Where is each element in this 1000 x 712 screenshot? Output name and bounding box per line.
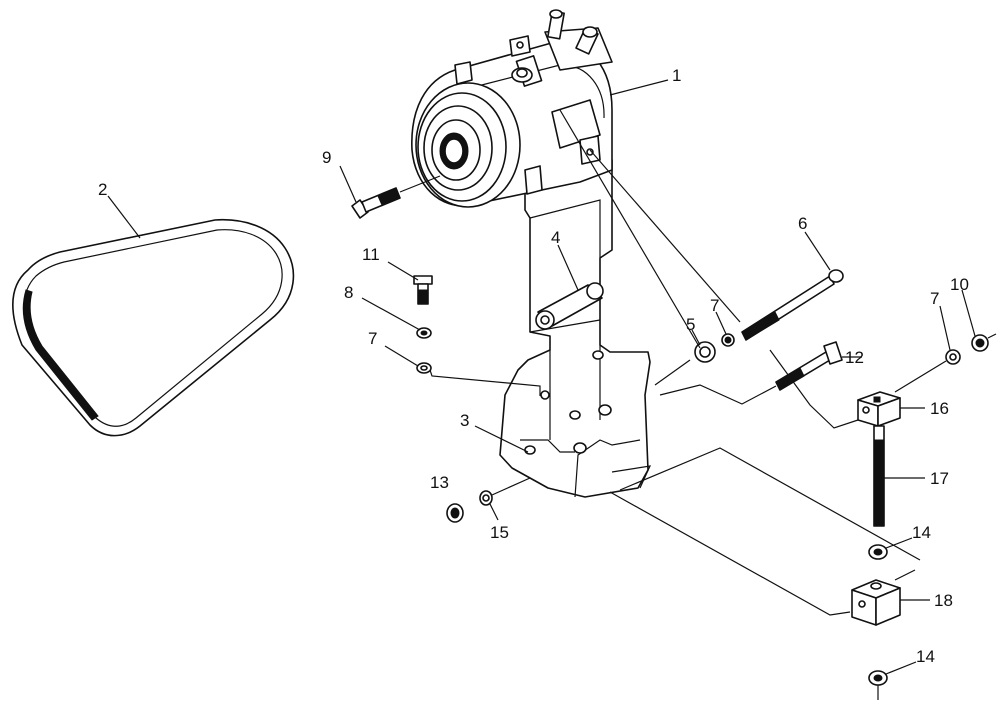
- callout-12: 12: [845, 348, 864, 367]
- callout-16: 16: [930, 399, 949, 418]
- mounting-bracket-plate: [499, 159, 651, 498]
- bolt-11-stack: [413, 275, 541, 396]
- callout-4: 4: [551, 228, 560, 247]
- callout-13: 13: [430, 473, 449, 492]
- callout-15: 15: [490, 523, 509, 542]
- threaded-rod-17: [873, 425, 885, 527]
- nut-14-upper: [868, 544, 888, 560]
- adjuster-block-18: [851, 569, 916, 626]
- callout-9: 9: [322, 148, 331, 167]
- callout-5: 5: [686, 315, 695, 334]
- drive-belt: [12, 218, 295, 437]
- callout-3: 3: [460, 411, 469, 430]
- callout-17: 17: [930, 469, 949, 488]
- callout-11: 11: [362, 245, 380, 264]
- callout-2: 2: [98, 180, 107, 199]
- callout-14-upper: 14: [912, 523, 931, 542]
- callout-8: 8: [344, 283, 353, 302]
- adjuster-block-16: [769, 349, 901, 429]
- leader-lines: [559, 109, 741, 349]
- callout-14-lower: 14: [916, 647, 935, 666]
- nut-14-lower: [868, 670, 888, 700]
- callout-6: 6: [798, 214, 807, 233]
- nut-washer-left: [446, 477, 531, 523]
- callout-7-left: 7: [368, 329, 377, 348]
- bolt-12: [659, 341, 843, 405]
- spacer-sleeve: [535, 282, 604, 330]
- callout-1: 1: [672, 66, 681, 85]
- lower-bracket: [609, 447, 921, 616]
- callout-18: 18: [934, 591, 953, 610]
- bolt-9: [351, 175, 441, 219]
- callout-7-right: 7: [930, 289, 939, 308]
- washer-nut-right: [894, 333, 997, 393]
- callout-7-middle: 7: [710, 296, 719, 315]
- callout-lines: [107, 79, 976, 675]
- ac-compressor: [411, 9, 613, 208]
- stud-6-assembly: [654, 269, 844, 386]
- callout-10: 10: [950, 275, 969, 294]
- callout-labels: 1 2 3 4 5 6 7 7 7 8 9 10 11 12 13 14 14 …: [98, 66, 969, 666]
